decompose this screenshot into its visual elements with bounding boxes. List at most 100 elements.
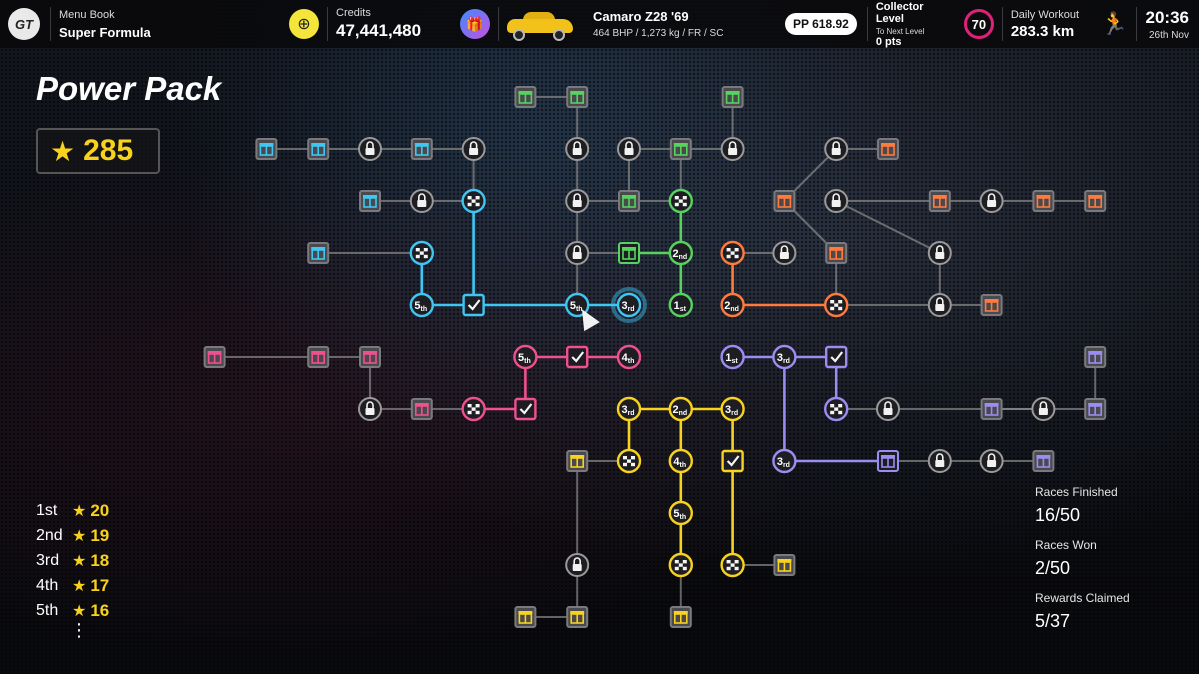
- tree-node-gift[interactable]: [566, 450, 589, 472]
- tree-node-check[interactable]: [721, 449, 744, 473]
- tree-node-rank[interactable]: 3rd: [772, 344, 797, 370]
- tree-node-flag[interactable]: [461, 396, 486, 422]
- car-block[interactable]: Camaro Z28 '69 464 BHP / 1,273 kg / FR /…: [585, 9, 775, 39]
- tree-node-lock[interactable]: [979, 449, 1004, 473]
- tree-node-lock[interactable]: [927, 449, 952, 473]
- rank-row: 2nd ★ 19: [36, 523, 109, 548]
- tree-node-rank[interactable]: 5th: [409, 292, 434, 318]
- tree-node-gift[interactable]: [566, 86, 589, 108]
- lock-icon: [935, 297, 945, 311]
- tree-node-rank[interactable]: 1st: [720, 344, 745, 370]
- tree-node-gift[interactable]: [1084, 346, 1107, 368]
- tree-node-gift[interactable]: [307, 242, 330, 264]
- tree-node-lock[interactable]: [876, 397, 900, 421]
- tree-node-lock[interactable]: [565, 553, 590, 577]
- tree-node-rank[interactable]: 5th: [668, 500, 693, 526]
- tree-node-gift[interactable]: [669, 138, 692, 160]
- tree-node-gift[interactable]: [877, 450, 899, 472]
- tree-node-gift[interactable]: [307, 138, 330, 160]
- tree-node-rank[interactable]: 4th: [668, 448, 693, 474]
- lock-icon: [572, 557, 582, 571]
- gift-icon: [570, 611, 585, 624]
- tree-node-lock[interactable]: [927, 293, 952, 317]
- tree-node-check[interactable]: [566, 345, 589, 369]
- tree-node-gift[interactable]: [410, 138, 433, 160]
- tree-node-flag[interactable]: [461, 188, 486, 214]
- compass-icon[interactable]: ⊕: [289, 9, 319, 39]
- lock-icon: [779, 245, 789, 259]
- tree-node-gift[interactable]: [773, 554, 796, 576]
- rank-label: 3rd: [777, 456, 790, 469]
- tree-node-flag[interactable]: [720, 240, 745, 266]
- tree-node-gift[interactable]: [1084, 190, 1107, 212]
- menu-book-block[interactable]: Menu Book Super Formula: [51, 9, 281, 40]
- tree-node-gift[interactable]: [669, 606, 692, 628]
- tree-node-flag[interactable]: [668, 552, 693, 578]
- tree-node-flag[interactable]: [824, 292, 849, 318]
- tree-node-gift[interactable]: [928, 190, 951, 212]
- tree-node-gift[interactable]: [980, 398, 1003, 420]
- tree-node-lock[interactable]: [617, 137, 641, 161]
- tree-node-gift[interactable]: [618, 190, 640, 212]
- tree-node-lock[interactable]: [358, 137, 382, 161]
- tree-node-lock[interactable]: [409, 189, 434, 213]
- tree-node-gift[interactable]: [721, 86, 744, 108]
- tree-node-gift[interactable]: [980, 294, 1003, 316]
- rank-position: 1st: [36, 501, 58, 519]
- tree-node-rank[interactable]: 5th: [565, 292, 590, 318]
- tree-node-lock[interactable]: [824, 137, 849, 161]
- tree-node-gift[interactable]: [1084, 398, 1107, 420]
- tree-node-flag[interactable]: [616, 448, 642, 474]
- tree-node-check[interactable]: [825, 345, 848, 369]
- tree-node-check[interactable]: [514, 397, 537, 421]
- gt-logo-icon[interactable]: GT: [8, 8, 40, 40]
- tree-node-gift[interactable]: [1032, 190, 1055, 212]
- tree-node-rank[interactable]: 1st: [668, 292, 693, 318]
- tree-node-flag[interactable]: [409, 240, 434, 266]
- gift-icon: [881, 455, 895, 468]
- tree-node-lock[interactable]: [565, 189, 590, 213]
- tree-node-gift[interactable]: [877, 138, 899, 160]
- tree-node-gift[interactable]: [203, 346, 226, 368]
- tree-node-lock[interactable]: [358, 397, 382, 421]
- tree-node-lock[interactable]: [772, 241, 797, 265]
- tree-node-gift[interactable]: [514, 86, 537, 108]
- tree-node-lock[interactable]: [720, 137, 745, 161]
- tree-node-gift[interactable]: [359, 190, 381, 212]
- tree-node-gift[interactable]: [359, 346, 381, 368]
- tree-node-lock[interactable]: [461, 137, 486, 161]
- tree-node-lock[interactable]: [979, 189, 1004, 213]
- rank-label: 2nd: [672, 248, 687, 261]
- tree-node-gift[interactable]: [566, 606, 589, 628]
- tree-node-gift[interactable]: [618, 242, 640, 264]
- tree-node-flag[interactable]: [824, 396, 849, 422]
- tree-node-gift[interactable]: [773, 190, 796, 212]
- tree-node-rank[interactable]: 2nd: [720, 292, 745, 318]
- tree-node-rank[interactable]: 4th: [616, 344, 642, 370]
- tree-node-gift[interactable]: [825, 242, 848, 264]
- tree-node-lock[interactable]: [927, 241, 952, 265]
- tree-node-rank[interactable]: 3rd: [616, 396, 642, 422]
- tree-node-flag[interactable]: [720, 552, 745, 578]
- tree-node-rank[interactable]: 3rd: [772, 448, 797, 474]
- tree-node-gift[interactable]: [514, 606, 537, 628]
- tree-node-rank[interactable]: 2nd: [668, 396, 693, 422]
- tree-node-gift[interactable]: [307, 346, 330, 368]
- tree-node-rank[interactable]: 5th: [513, 344, 538, 370]
- tree-node-gift[interactable]: [255, 138, 278, 160]
- tree-node-gift[interactable]: [1032, 450, 1055, 472]
- tree-node-rank[interactable]: 2nd: [668, 240, 693, 266]
- gift-icon[interactable]: 🎁: [460, 9, 490, 39]
- rank-row: 4th ★ 17: [36, 573, 109, 598]
- tree-node-lock[interactable]: [824, 189, 849, 213]
- tree-node-lock[interactable]: [565, 137, 590, 161]
- tree-node-lock[interactable]: [1031, 397, 1056, 421]
- tree-node-gift[interactable]: [410, 398, 433, 420]
- tree-node-check[interactable]: [462, 293, 485, 317]
- tree-node-lock[interactable]: [565, 241, 590, 265]
- tree-node-flag[interactable]: [668, 188, 693, 214]
- tree-node-rank[interactable]: 3rd: [611, 287, 647, 323]
- gift-icon: [414, 403, 429, 416]
- car-image[interactable]: [503, 7, 577, 41]
- tree-node-rank[interactable]: 3rd: [720, 396, 745, 422]
